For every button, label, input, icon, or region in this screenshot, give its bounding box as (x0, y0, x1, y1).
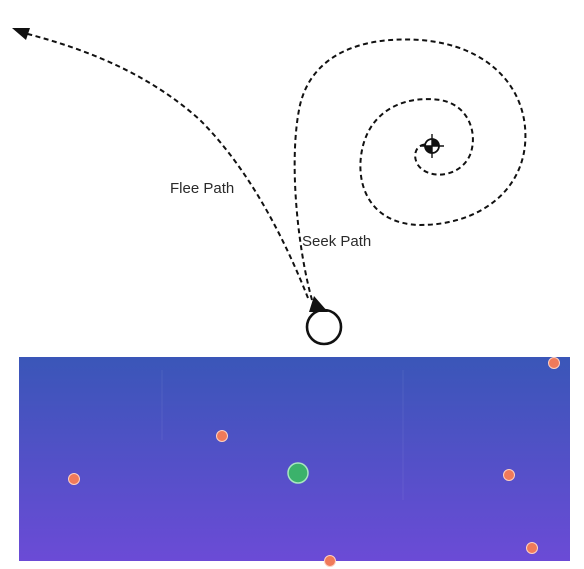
simulation-background (19, 357, 570, 561)
seek-path-label: Seek Path (302, 233, 371, 250)
dot (526, 542, 538, 554)
flee-path (23, 32, 309, 299)
flee-arrow-icon (12, 28, 30, 40)
simulation-panel (19, 357, 570, 567)
flee-path-label: Flee Path (170, 180, 234, 197)
agent-icon (305, 296, 343, 346)
seek-path (293, 38, 527, 301)
dot (68, 473, 80, 485)
dot (503, 469, 515, 481)
dot (216, 430, 228, 442)
crosshair-target-icon (420, 134, 444, 158)
dot (324, 555, 336, 567)
dot (548, 357, 560, 369)
player-dot (287, 462, 309, 484)
